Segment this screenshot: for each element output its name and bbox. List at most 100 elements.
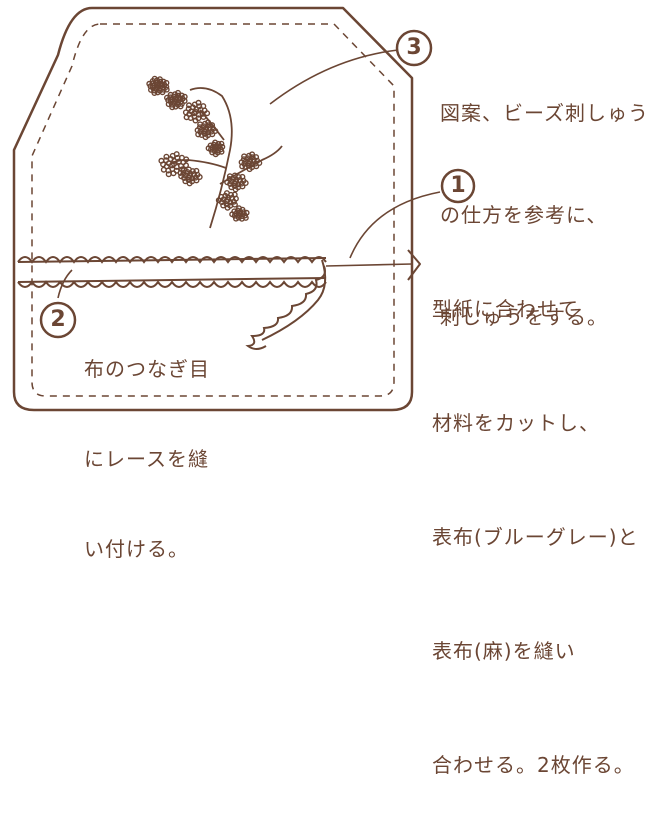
bead [147, 86, 154, 93]
bead [183, 156, 190, 163]
bead [170, 170, 177, 177]
bead [183, 114, 190, 121]
step-2-line: 布のつなぎ目 [84, 357, 210, 381]
embroidery-motif [146, 75, 283, 229]
bead [163, 79, 170, 86]
bead [205, 145, 212, 152]
bead [186, 180, 193, 187]
bead [239, 173, 246, 180]
step-1-line: 型紙に合わせて [432, 297, 579, 321]
bead [231, 201, 238, 208]
bead [151, 89, 158, 96]
step-3-number: 3 [406, 35, 422, 60]
bead [178, 173, 185, 180]
bead [200, 103, 207, 110]
bead [169, 104, 176, 111]
bead [246, 166, 253, 173]
bead [239, 183, 246, 190]
bead [163, 153, 170, 160]
bead [224, 179, 231, 186]
bead [197, 121, 204, 128]
bead [177, 103, 184, 110]
bead [205, 119, 212, 126]
bead [174, 89, 181, 96]
stem [189, 87, 233, 229]
bag-outline [12, 6, 414, 412]
bead [185, 105, 192, 112]
sewing-diagram [12, 6, 476, 412]
bead [232, 186, 239, 193]
step-3-circle [395, 29, 433, 67]
bead [242, 179, 249, 186]
bead [177, 169, 184, 176]
bead [165, 171, 172, 178]
bead [235, 205, 242, 212]
bead [182, 162, 189, 169]
bead [249, 151, 256, 158]
step-3-note: 図案、ビーズ刺しゅう の仕方を参考に、 刺しゅうをする。 [440, 28, 649, 368]
bead [218, 148, 225, 155]
step-2-circle [39, 301, 77, 339]
bead [182, 109, 189, 116]
bead [193, 167, 200, 174]
bead [212, 151, 219, 158]
step-1-line: 材料をカットし、 [432, 411, 600, 435]
step-1-line: 合わせる。2枚作る。 [432, 753, 635, 777]
step-2-note: 布のつなぎ目 にレースを縫 い付ける。 [84, 294, 210, 594]
bead [223, 190, 230, 197]
leader-2 [57, 269, 73, 299]
step-2-line: にレースを縫 [84, 447, 209, 471]
bead [202, 134, 209, 141]
bead [212, 139, 219, 146]
bead [196, 173, 203, 180]
bead [185, 102, 192, 109]
step-3-line: 図案、ビーズ刺しゅう [440, 101, 649, 125]
bead [231, 191, 238, 198]
bead [151, 75, 158, 82]
bead [163, 86, 170, 93]
bead [232, 215, 239, 222]
bead [253, 163, 260, 170]
bead [195, 131, 202, 138]
bead [193, 177, 200, 184]
bead [195, 99, 202, 106]
bead [239, 163, 246, 170]
bead [146, 80, 153, 87]
bead [173, 151, 180, 158]
step-1-note: 型紙に合わせて 材料をカットし、 表布(ブルーグレー)と 表布(麻)を縫い 合わ… [432, 214, 639, 822]
step-1-line: 表布(麻)を縫い [432, 639, 576, 663]
bead [167, 91, 174, 98]
bead [200, 113, 207, 120]
step-3-line: の仕方を参考に、 [440, 203, 608, 227]
bead [256, 159, 263, 166]
bead [209, 122, 216, 129]
step-2-line: い付ける。 [84, 537, 189, 561]
step-1-line: 表布(ブルーグレー)と [432, 525, 639, 549]
lace-band [17, 256, 327, 288]
lace-flap [245, 259, 327, 350]
bead [181, 93, 188, 100]
step-2-number: 2 [50, 307, 66, 332]
bead [209, 131, 216, 138]
step-1-number: 1 [450, 173, 466, 198]
bead [243, 209, 250, 216]
bead [192, 117, 199, 124]
bead [204, 110, 211, 117]
bead [226, 173, 233, 180]
bead [163, 94, 170, 101]
bead [159, 89, 166, 96]
stitch-line [31, 23, 395, 397]
bead [253, 154, 260, 161]
bead [215, 197, 222, 204]
bead [229, 211, 236, 218]
bead [224, 204, 231, 211]
leader-3 [269, 49, 399, 105]
step-3-line: 刺しゅうをする。 [440, 305, 608, 329]
stem [199, 109, 225, 141]
seam-line [325, 263, 413, 267]
bead [242, 214, 249, 221]
bead [160, 166, 167, 173]
bead [220, 202, 227, 209]
step-1-circle [440, 168, 476, 204]
bead [218, 140, 225, 147]
